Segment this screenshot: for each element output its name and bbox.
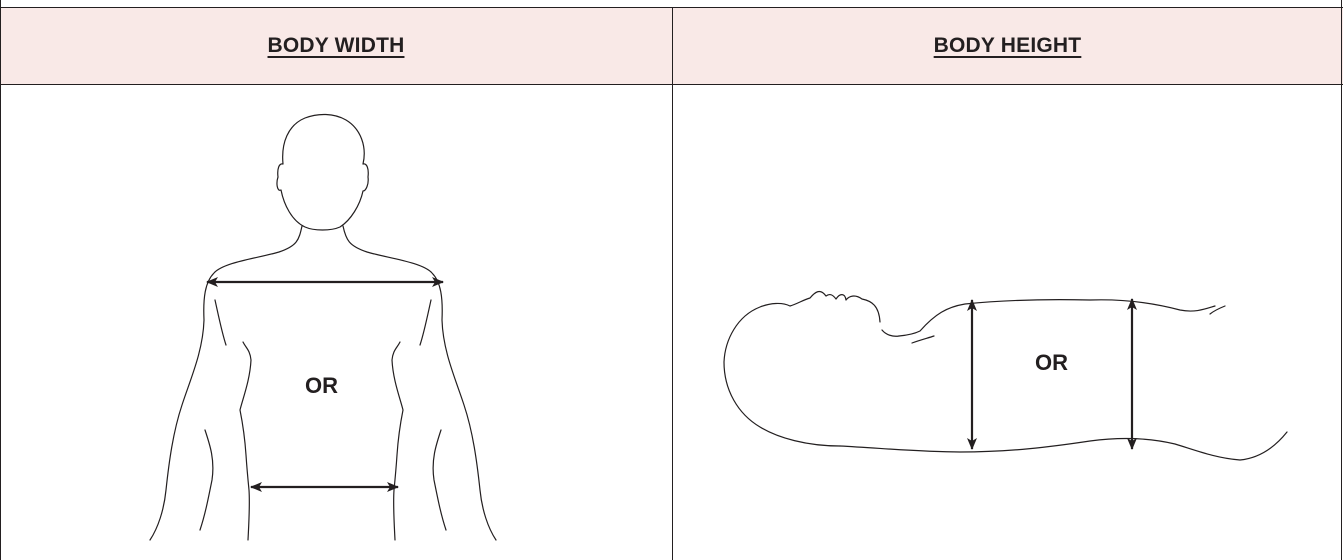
body-width-header: BODY WIDTH [0,8,672,84]
table-border-top [0,7,1343,8]
body-height-header: BODY HEIGHT [672,8,1343,84]
body-width-figure [149,113,497,541]
side-torso-outline-icon [723,290,1288,461]
header-divider [0,84,1343,85]
table-border-right [1341,0,1342,560]
table-header-row: BODY WIDTH BODY HEIGHT [0,8,1343,84]
body-height-figure [723,290,1288,461]
body-height-or-label: OR [1035,350,1068,375]
body-width-or-label: OR [305,373,338,398]
body-width-heading: BODY WIDTH [267,34,405,57]
column-divider [672,7,673,560]
body-height-heading: BODY HEIGHT [933,34,1082,57]
front-torso-outline-icon [149,113,497,541]
table-border-left [0,0,1,560]
